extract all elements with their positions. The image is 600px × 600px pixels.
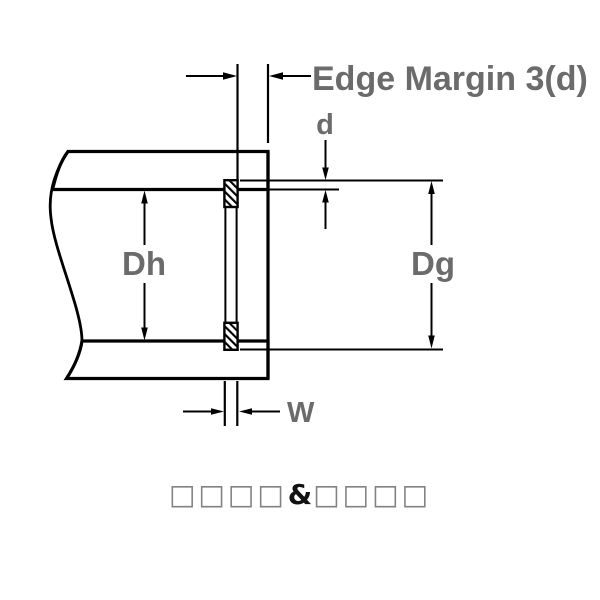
arrow-left-icon <box>269 72 283 80</box>
arrow-left-icon <box>239 408 252 415</box>
caption-ampersand: & <box>287 478 313 511</box>
arrow-down-icon <box>322 167 329 180</box>
break-line-curve <box>48 150 84 342</box>
arrow-right-icon <box>211 408 224 415</box>
groove-diameter-label: Dg <box>411 245 455 282</box>
arrow-up-icon <box>428 181 435 194</box>
bore-diameter-dimension: Dh <box>122 190 166 341</box>
bore-diameter-label: Dh <box>122 245 166 282</box>
arrow-up-icon <box>322 190 329 203</box>
edge-margin-label: Edge Margin 3(d) <box>312 60 588 98</box>
groove-depth-dimension: d <box>240 109 443 229</box>
retaining-ring-bottom-cross-section <box>223 321 239 351</box>
caption: □□□□&□□□□ <box>0 477 600 513</box>
arrow-up-icon <box>141 190 148 204</box>
retaining-ring-top-cross-section <box>223 178 239 209</box>
arrow-down-icon <box>428 335 435 349</box>
caption-boxes-right: □□□□ <box>313 478 432 511</box>
edge-margin-dimension: Edge Margin 3(d) <box>186 60 588 181</box>
groove-width-dimension: W <box>183 381 315 429</box>
caption-boxes-left: □□□□ <box>168 478 287 511</box>
groove-depth-label: d <box>316 109 334 141</box>
housing-bottom-cross-section <box>63 339 270 381</box>
arrow-right-icon <box>223 72 237 80</box>
groove-diameter-dimension: Dg <box>240 181 455 351</box>
groove-width-label: W <box>287 397 315 429</box>
arrow-down-icon <box>141 327 148 341</box>
